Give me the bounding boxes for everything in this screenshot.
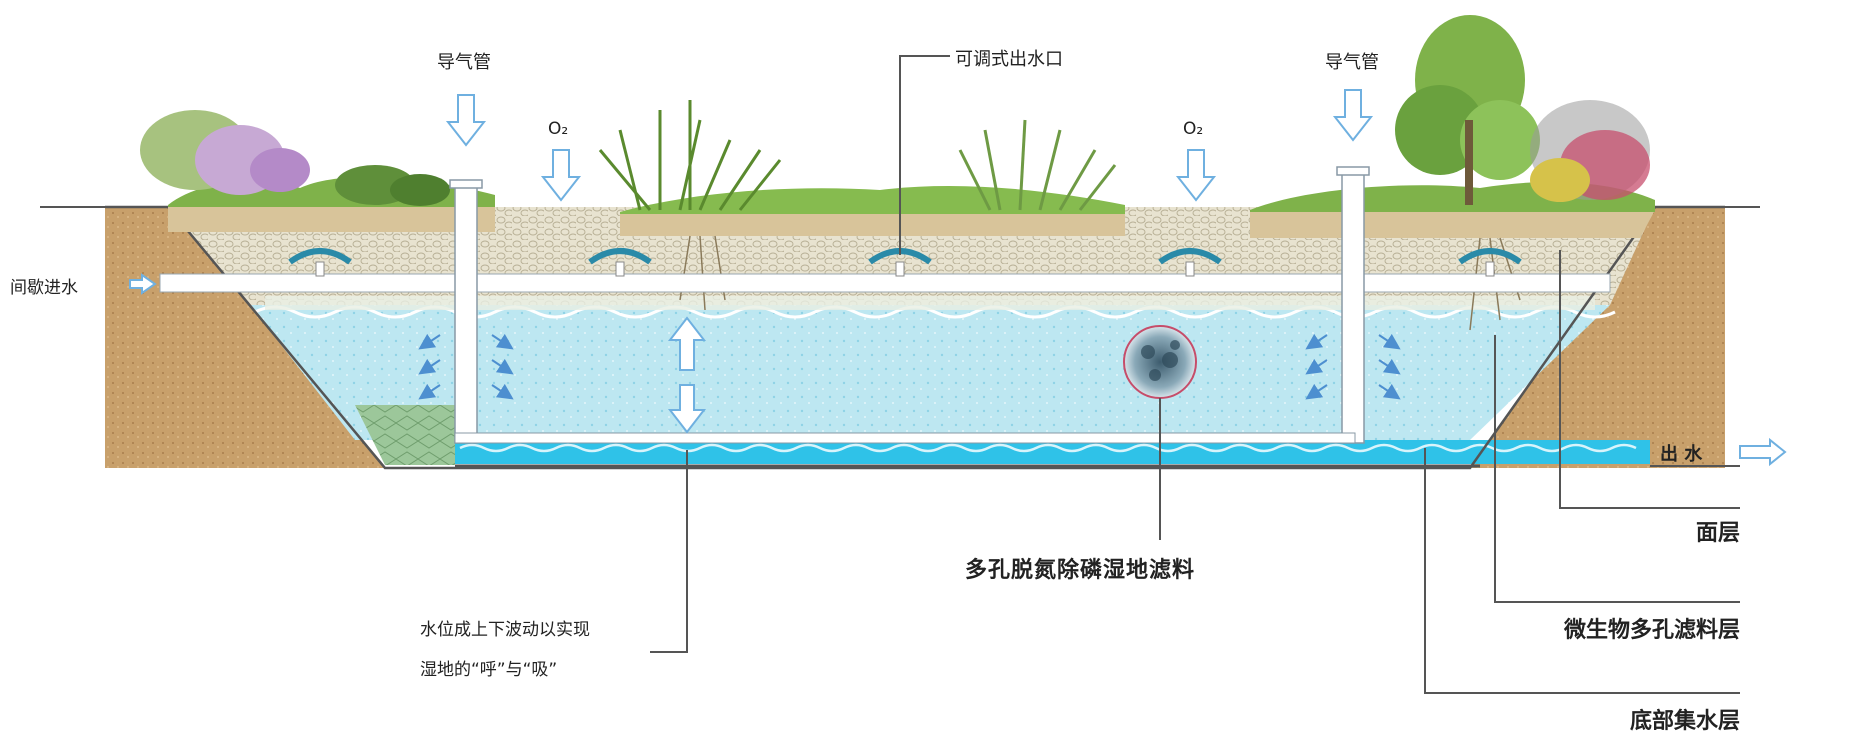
inflow-arrow	[129, 273, 157, 295]
plants-mid-left	[598, 100, 782, 211]
bottom-layer-label: 底部集水层	[1629, 709, 1740, 734]
down-arrow-o2-right	[1175, 149, 1217, 202]
filter-band	[265, 296, 1595, 310]
leader-water-level	[650, 450, 688, 653]
vent-pipe-right-body	[1341, 169, 1365, 444]
outflow-arrow	[1739, 437, 1787, 467]
vent-pipe-left-label: 导气管	[437, 52, 491, 73]
vent-pipe-right-cap	[1336, 166, 1370, 176]
water-level-label-line2: 湿地的“呼”与“吸”	[420, 660, 558, 680]
bottom-water-channel	[455, 440, 1650, 464]
leader-surface-layer	[1559, 250, 1740, 509]
leader-lines	[650, 55, 1740, 694]
leader-microbe-layer	[1494, 335, 1740, 603]
surface-soil-right	[1250, 210, 1655, 238]
intermittent-inflow-label: 间歇进水	[10, 278, 78, 298]
water-level-label-line1: 水位成上下波动以实现	[420, 620, 590, 640]
water-level-arrows	[667, 316, 707, 434]
vent-pipe-left-cap	[449, 179, 483, 189]
oxygen-right-label: O₂	[1183, 119, 1204, 139]
grass-mid	[620, 185, 1125, 214]
water-layer	[250, 305, 1610, 440]
surface-layer-label: 面层	[1695, 521, 1740, 546]
plants-left	[140, 110, 450, 206]
oxygen-left-label: O₂	[548, 119, 569, 139]
down-arrow-vent-right	[1332, 89, 1374, 142]
surface-soil-mid	[620, 212, 1125, 236]
adjustable-outlet-label: 可调式出水口	[955, 49, 1063, 70]
leader-bottom-layer	[1424, 448, 1740, 694]
porous-filter-label: 多孔脱氮除磷湿地滤料	[965, 558, 1196, 583]
nozzles	[288, 248, 1522, 277]
bottom-pipe-left	[454, 432, 1356, 444]
filter-media-particles	[1141, 340, 1180, 381]
down-arrow-vent-left	[445, 94, 487, 147]
outflow-label: 出 水	[1660, 444, 1703, 465]
filter-media-magnifier	[1123, 325, 1197, 399]
air-arrows	[418, 333, 1401, 400]
plants-right	[1395, 15, 1650, 205]
vent-pipe-left-body	[454, 182, 478, 444]
microbe-layer-label: 微生物多孔滤料层	[1563, 618, 1740, 643]
bottom-water-waves	[459, 443, 1637, 453]
inflow-pipe	[159, 273, 1611, 293]
down-arrow-o2-left	[540, 149, 582, 202]
soil-right	[1470, 207, 1725, 468]
basin-outline	[105, 205, 1725, 470]
plants-mid-right	[958, 119, 1117, 211]
stone-corner	[355, 405, 455, 465]
surface-soil	[168, 205, 495, 232]
leader-adjustable-outlet	[899, 55, 950, 255]
soil-left	[105, 207, 385, 468]
vent-pipe-right-label: 导气管	[1325, 52, 1379, 73]
